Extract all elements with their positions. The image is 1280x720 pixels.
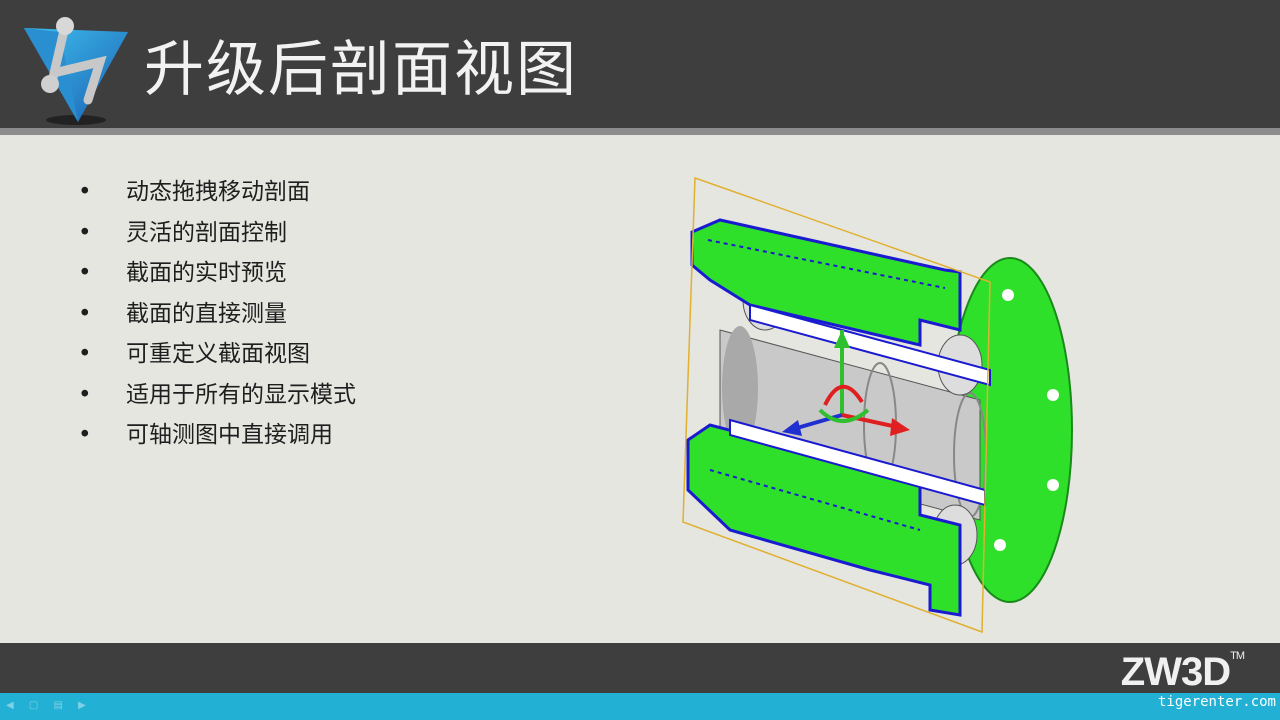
list-item-text: 适用于所有的显示模式 xyxy=(126,381,356,408)
brand-logo: ZW3DTM xyxy=(1120,650,1245,695)
section-view-model-image xyxy=(682,176,1073,634)
axis-triad-icon xyxy=(782,330,910,436)
slide-nav-controls-icon[interactable]: ◀ ▢ ▤ ▶ xyxy=(6,700,92,711)
slide-footer xyxy=(0,643,1280,693)
zw3d-logo-icon xyxy=(24,17,128,125)
list-item-text: 截面的直接测量 xyxy=(126,300,287,327)
bullet-icon: • xyxy=(78,422,92,448)
trademark: TM xyxy=(1230,650,1245,662)
header-divider xyxy=(0,128,1280,135)
slide-header xyxy=(0,0,1280,128)
list-item-text: 可轴测图中直接调用 xyxy=(126,422,333,448)
accent-bar xyxy=(0,693,1280,720)
list-item-text: 动态拖拽移动剖面 xyxy=(126,179,310,205)
bullet-icon: • xyxy=(78,341,92,367)
list-item-text: 可重定义截面视图 xyxy=(126,341,310,367)
watermark: tigerenter.com xyxy=(1157,694,1276,710)
bullet-icon: • xyxy=(78,219,92,246)
bullet-icon: • xyxy=(78,179,92,205)
slide-title: 升级后剖面视图 xyxy=(144,35,578,105)
list-item-text: 截面的实时预览 xyxy=(126,260,287,286)
bullet-icon: • xyxy=(78,381,92,408)
bullet-icon: • xyxy=(78,260,92,286)
brand-name: ZW3D xyxy=(1120,650,1231,694)
list-item-text: 灵活的剖面控制 xyxy=(126,219,287,246)
section-plane xyxy=(682,176,991,634)
bullet-icon: • xyxy=(78,300,92,327)
